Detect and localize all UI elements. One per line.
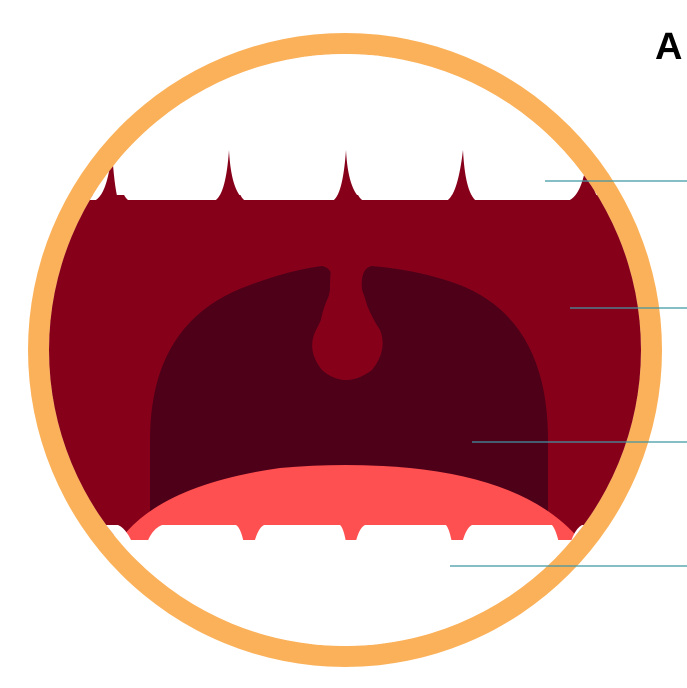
panel-label: A <box>655 26 682 68</box>
